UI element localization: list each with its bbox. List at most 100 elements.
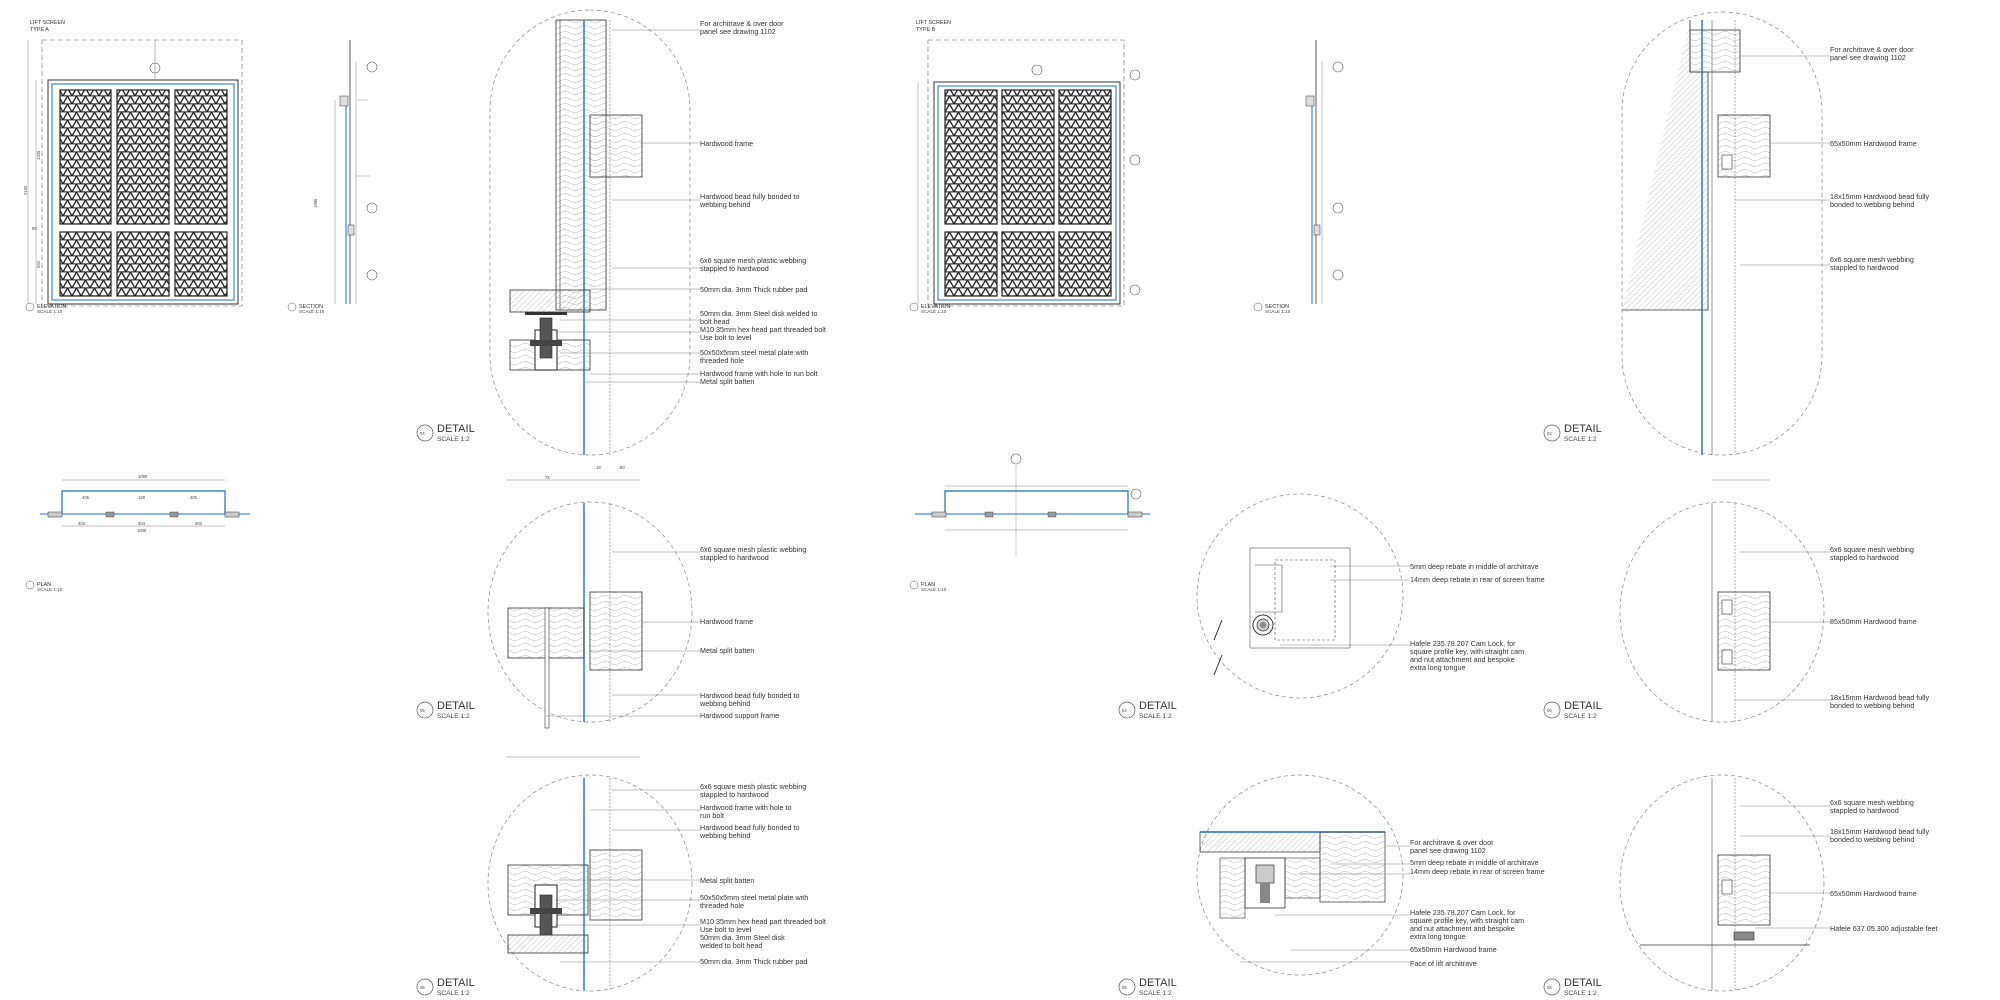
section-scale: SCALE 1:10 [299,309,325,314]
detail-title: DETAIL [437,423,475,435]
callout-hardwood-frame: 65x50mm Hardwood frame [1410,945,1497,954]
elevation-view: 2180 1205 85 650 ELEVATION SCALE 1:10 [23,39,243,314]
dim-lower-panel: 650 [36,260,41,268]
sheet-a: LIFT SCREEN TYPE A 2180 1205 85 650 ELEV… [23,9,826,997]
screen-type: TYPE B [916,27,936,33]
dim-mid-rail: 85 [32,226,37,231]
detail-scale: SCALE 1:2 [437,713,470,720]
detail-scale: SCALE 1:2 [1564,436,1597,443]
callout-rebate-frame: 14mm deep rebate in rear of screen frame [1410,575,1545,584]
detail-number: 04 [420,431,425,436]
dim-plan-overall: 1000 [137,528,147,533]
screen-title: LIFT SCREEN [30,20,65,26]
mesh-panel [1058,231,1112,297]
callout-hardwood-frame: 65x50mm Hardwood frame [1830,889,1917,898]
detail-scale: SCALE 1:2 [1139,990,1172,997]
callout-split-batten: Metal split batten [700,876,754,885]
mesh-panel [944,231,998,297]
dim-plan-d: 403 [78,521,86,526]
dim-plan-b: 128 [138,495,146,500]
elevation-label: ELEVATION [37,304,67,310]
plan-view: 1089 405 128 405 403 404 403 1000 PLAN S… [25,474,250,592]
elevation-scale: SCALE 1:10 [921,309,947,314]
detail-title: DETAIL [437,700,475,712]
detail-title: DETAIL [1564,423,1602,435]
callout-support-frame: Hardwood support frame [700,711,779,720]
detail-scale: SCALE 1:2 [1139,713,1172,720]
dim-plan-c: 405 [190,495,198,500]
dim-section-height: 1996 [313,198,318,208]
callout-face-arch: Face of lift architrave [1410,959,1477,968]
callout-hardwood-frame: 65x50mm Hardwood frame [1830,139,1917,148]
plan-scale: SCALE 1:10 [921,587,947,592]
detail-scale: SCALE 1:2 [1564,713,1597,720]
callout-rebate-frame: 14mm deep rebate in rear of screen frame [1410,867,1545,876]
detail-number: 05 [1122,985,1127,990]
detail-04-lock: 5mm deep rebate in middle of architrave … [1118,493,1545,720]
dim-plan-e: 404 [138,521,146,526]
plan-scale: SCALE 1:10 [37,587,63,592]
dim-upper-panel: 1205 [36,150,41,160]
dim-detail-04b: 18 [596,465,601,470]
callout-frame-hole: Hardwood frame with hole to run bolt [700,369,817,378]
dim-plan-a: 405 [82,495,90,500]
detail-scale: SCALE 1:2 [437,990,470,997]
plan-view: PLAN SCALE 1:10 [909,453,1150,592]
detail-number: 05 [420,708,425,713]
section-view: SECTION SCALE 1:10 [1253,40,1344,314]
callout-hardwood-frame: Hardwood frame [700,139,753,148]
mesh-panel [1058,89,1112,225]
mesh-panel [944,89,998,225]
screen-title: LIFT SCREEN [916,20,951,26]
mesh-panel [174,89,228,225]
callout-rubber-pad: 50mm dia. 3mm Thick rubber pad [700,285,807,294]
detail-title: DETAIL [1139,700,1177,712]
callout-rebate-arch: 5mm deep rebate in middle of architrave [1410,562,1539,571]
sheet-b: LIFT SCREEN TYPE B ELEVATION SCALE 1:10 [909,11,1938,997]
elevation-label: ELEVATION [921,304,951,310]
callout-adjustable-feet: Hafele 637.05.300 adjustable feet [1830,924,1938,933]
detail-number: 04 [1547,431,1552,436]
detail-number: 05 [1547,708,1552,713]
callout-split-batten: Metal split batten [700,646,754,655]
section-label: SECTION [299,304,323,310]
dim-plan-width: 1089 [138,474,148,479]
elevation-view: ELEVATION SCALE 1:10 [909,39,1141,314]
detail-title: DETAIL [437,977,475,989]
dim-overall-height: 2180 [23,185,28,195]
plan-label: PLAN [921,582,935,588]
mesh-panel [59,89,112,225]
detail-number: 04 [1122,708,1127,713]
mesh-panel [116,231,170,297]
callout-rubber-pad: 50mm dia. 3mm Thick rubber pad [700,957,807,966]
detail-number: 06 [420,985,425,990]
callout-split-batten: Metal split batten [700,377,754,386]
section-scale: SCALE 1:10 [1265,309,1291,314]
dim-plan-f: 403 [195,521,203,526]
section-label: SECTION [1265,304,1289,310]
mesh-panel [174,231,228,297]
